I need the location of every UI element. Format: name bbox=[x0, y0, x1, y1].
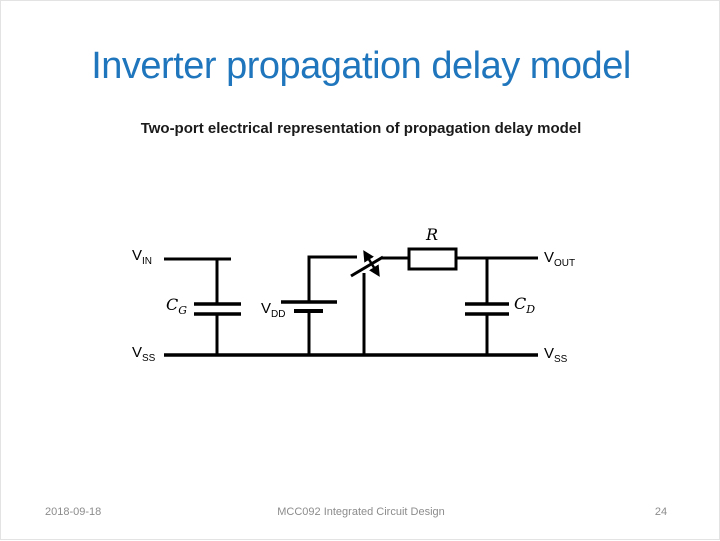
label-cg: CG bbox=[166, 295, 188, 317]
label-cg-main: C bbox=[166, 295, 179, 314]
label-vout-main: V bbox=[544, 249, 555, 266]
slide-subtitle: Two-port electrical representation of pr… bbox=[140, 120, 582, 137]
label-r: R bbox=[426, 227, 438, 246]
label-vdd: VDD bbox=[261, 301, 285, 320]
label-r-main: R bbox=[426, 225, 439, 244]
capacitor-cg bbox=[194, 259, 241, 356]
resistor-r bbox=[407, 247, 458, 271]
label-vin: VIN bbox=[132, 248, 152, 267]
footer-date: 2018-09-18 bbox=[45, 506, 102, 518]
label-vss-right: VSS bbox=[544, 346, 567, 365]
footer-page-number: 24 bbox=[654, 506, 668, 518]
label-vss-left-main: V bbox=[132, 344, 143, 361]
label-cd: CD bbox=[514, 294, 536, 316]
battery-vdd bbox=[281, 255, 357, 356]
label-vout: VOUT bbox=[544, 250, 575, 269]
label-vout-sub: OUT bbox=[554, 258, 576, 269]
label-vss-right-main: V bbox=[544, 345, 555, 362]
label-vdd-sub: DD bbox=[271, 309, 286, 320]
label-vin-sub: IN bbox=[142, 256, 153, 267]
label-vin-main: V bbox=[132, 247, 143, 264]
label-vdd-main: V bbox=[261, 300, 272, 317]
label-vss-left-sub: SS bbox=[142, 353, 156, 364]
label-vss-right-sub: SS bbox=[554, 354, 568, 365]
label-cd-sub: D bbox=[526, 303, 536, 316]
label-cd-main: C bbox=[514, 294, 527, 313]
switch bbox=[350, 250, 384, 356]
label-vss-left: VSS bbox=[132, 345, 155, 364]
slide-title: Inverter propagation delay model bbox=[91, 45, 631, 87]
label-cg-sub: G bbox=[178, 304, 188, 317]
footer-course-title: MCC092 Integrated Circuit Design bbox=[277, 506, 445, 518]
capacitor-cd bbox=[465, 258, 509, 356]
